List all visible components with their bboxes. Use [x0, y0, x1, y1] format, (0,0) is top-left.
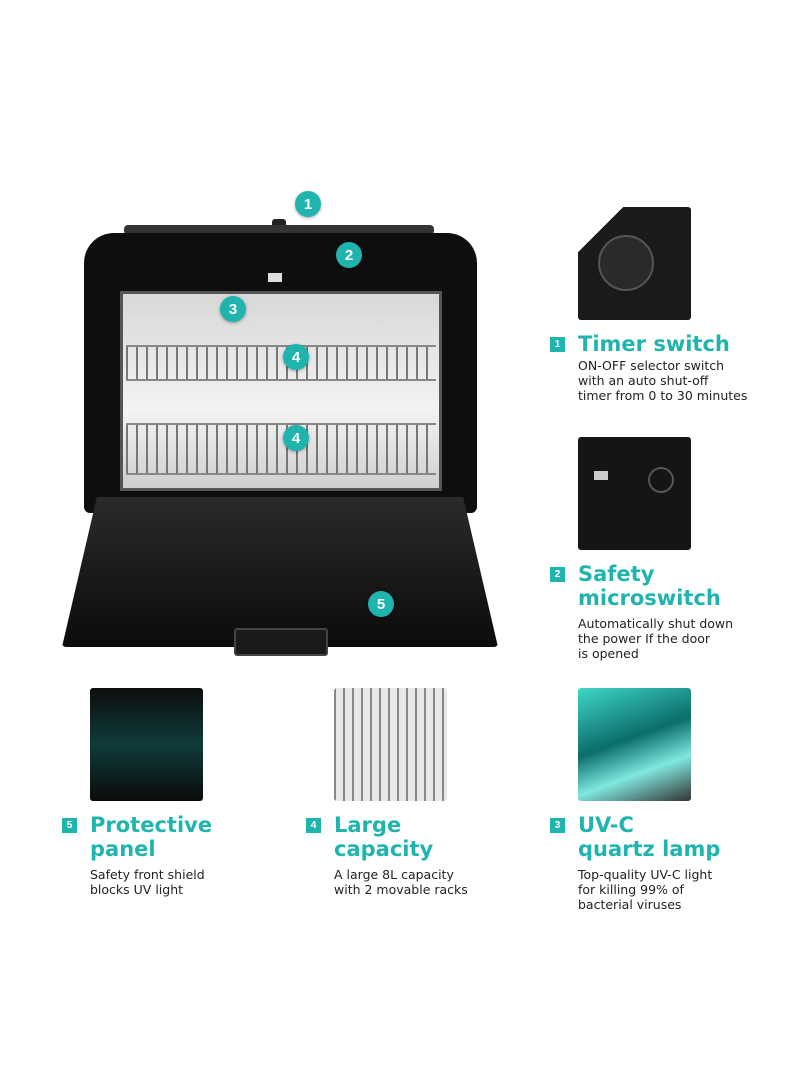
- callout-5: 5: [368, 591, 394, 617]
- feature-title: Large: [334, 813, 402, 837]
- feature-title: panel: [90, 837, 156, 861]
- door-handle: [234, 628, 328, 656]
- capacity-thumbnail: [334, 688, 447, 801]
- feature-title: Safety: [578, 562, 655, 586]
- protective-panel-thumbnail: [90, 688, 203, 801]
- feature-desc: ON-OFF selector switch: [578, 358, 725, 373]
- feature-desc: with an auto shut-off: [578, 373, 709, 388]
- feature-number: 3: [550, 818, 565, 833]
- feature-title: capacity: [334, 837, 434, 861]
- callout-2: 2: [336, 242, 362, 268]
- uv-lamp-thumbnail: [578, 688, 691, 801]
- timer-switch-thumbnail: [578, 207, 691, 320]
- top-handle: [124, 225, 434, 235]
- feature-number: 2: [550, 567, 565, 582]
- feature-desc: Automatically shut down: [578, 616, 734, 631]
- rack-lower: [126, 423, 436, 475]
- feature-number: 4: [306, 818, 321, 833]
- feature-number: 1: [550, 337, 565, 352]
- callout-1: 1: [295, 191, 321, 217]
- feature-number: 5: [62, 818, 77, 833]
- feature-desc: the power If the door: [578, 631, 711, 646]
- feature-desc: timer from 0 to 30 minutes: [578, 388, 748, 403]
- microswitch-thumbnail: [578, 437, 691, 550]
- callout-4-upper: 4: [283, 344, 309, 370]
- feature-title: quartz lamp: [578, 837, 721, 861]
- feature-desc: Safety front shield: [90, 867, 205, 882]
- feature-desc: blocks UV light: [90, 882, 184, 897]
- callout-4-lower: 4: [283, 425, 309, 451]
- feature-title: UV-C: [578, 813, 634, 837]
- front-door-panel: [62, 497, 498, 647]
- feature-desc: for killing 99% of: [578, 882, 684, 897]
- feature-desc: is opened: [578, 646, 639, 661]
- usb-port: [268, 273, 282, 282]
- product-image: [62, 185, 502, 660]
- feature-desc: Top-quality UV-C light: [578, 867, 713, 882]
- feature-title: Protective: [90, 813, 213, 837]
- feature-title: microswitch: [578, 586, 721, 610]
- feature-title: Timer switch: [578, 332, 730, 356]
- feature-desc: with 2 movable racks: [334, 882, 468, 897]
- feature-desc: A large 8L capacity: [334, 867, 454, 882]
- callout-3: 3: [220, 296, 246, 322]
- feature-desc: bacterial viruses: [578, 897, 682, 912]
- rack-upper: [126, 345, 436, 381]
